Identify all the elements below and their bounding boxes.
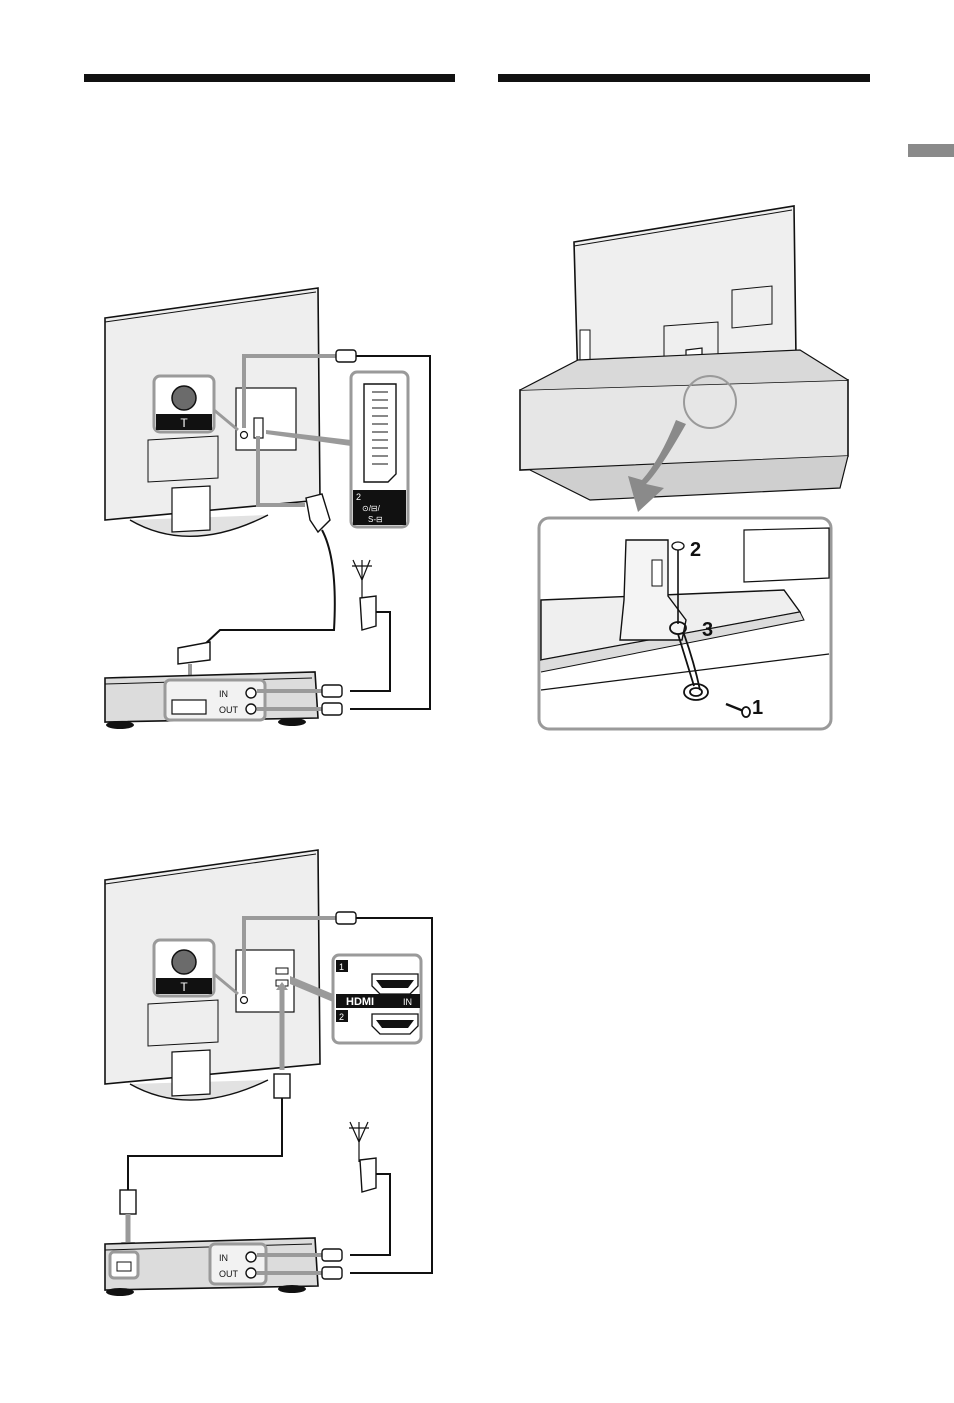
step-3-label: 3: [702, 619, 713, 641]
step-2-label: 2: [690, 539, 701, 561]
step-1-label: 1: [752, 697, 763, 719]
